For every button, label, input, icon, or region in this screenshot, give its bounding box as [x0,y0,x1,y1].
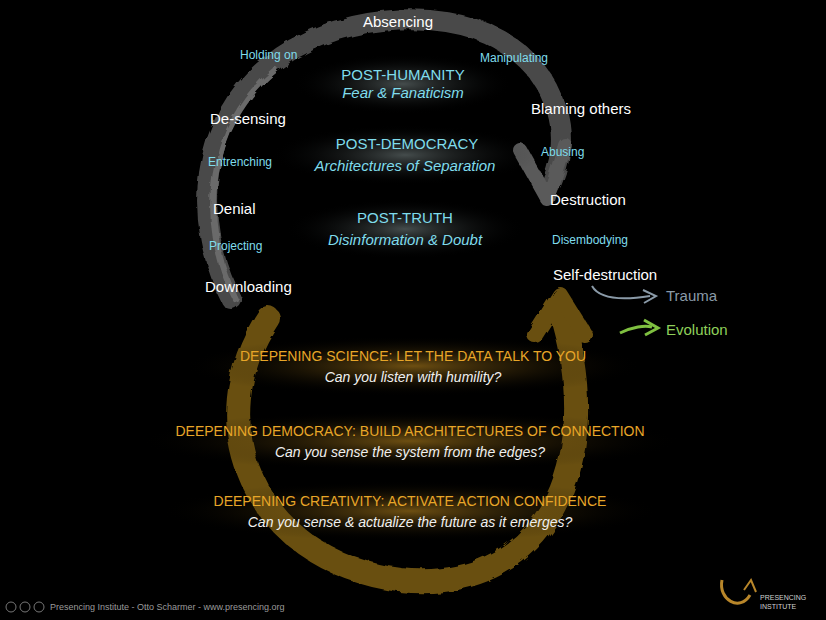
practice-heading: DEEPENING CREATIVITY: ACTIVATE ACTION CO… [214,493,607,509]
trauma-arrow [592,286,650,298]
license-icons [6,602,44,612]
stage-word: Downloading [205,278,292,295]
practice-question: Can you sense the system from the edges? [275,444,545,460]
practice-heading: DEEPENING DEMOCRACY: BUILD ARCHITECTURES… [175,423,644,439]
logo-text: INSTITUTE [760,603,796,611]
process-word: Entrenching [208,156,272,170]
evolution-arrow [620,326,652,333]
pattern-heading: POST-HUMANITY [341,66,464,83]
footer-credit: Presencing Institute - Otto Scharmer - w… [50,602,285,612]
practice-question: Can you sense & actualize the future as … [248,514,573,530]
stage-word: Denial [213,200,256,217]
process-word: Projecting [209,240,262,254]
pattern-heading: POST-TRUTH [357,209,453,226]
pattern-subheading: Disinformation & Doubt [328,231,482,248]
stage-word: Destruction [550,191,626,208]
process-word: Manipulating [480,52,548,66]
outcome-word: Trauma [666,287,717,304]
stage-word: De-sensing [210,110,286,127]
pattern-subheading: Architectures of Separation [315,157,496,174]
stage-word: Absencing [363,13,433,30]
outcome-word: Evolution [666,321,728,338]
practice-question: Can you listen with humility? [325,369,502,385]
process-word: Abusing [541,146,584,160]
grey-brush-arc [207,19,565,300]
pattern-heading: POST-DEMOCRACY [336,135,479,152]
institute-logo [722,580,756,603]
pattern-subheading: Fear & Fanaticism [342,84,464,101]
stage-word: Self-destruction [553,266,657,283]
stage-word: Blaming others [531,100,631,117]
process-word: Disembodying [552,234,628,248]
process-word: Holding on [240,49,297,63]
practice-heading: DEEPENING SCIENCE: LET THE DATA TALK TO … [240,348,586,364]
logo-text: PRESENCING [760,594,806,602]
